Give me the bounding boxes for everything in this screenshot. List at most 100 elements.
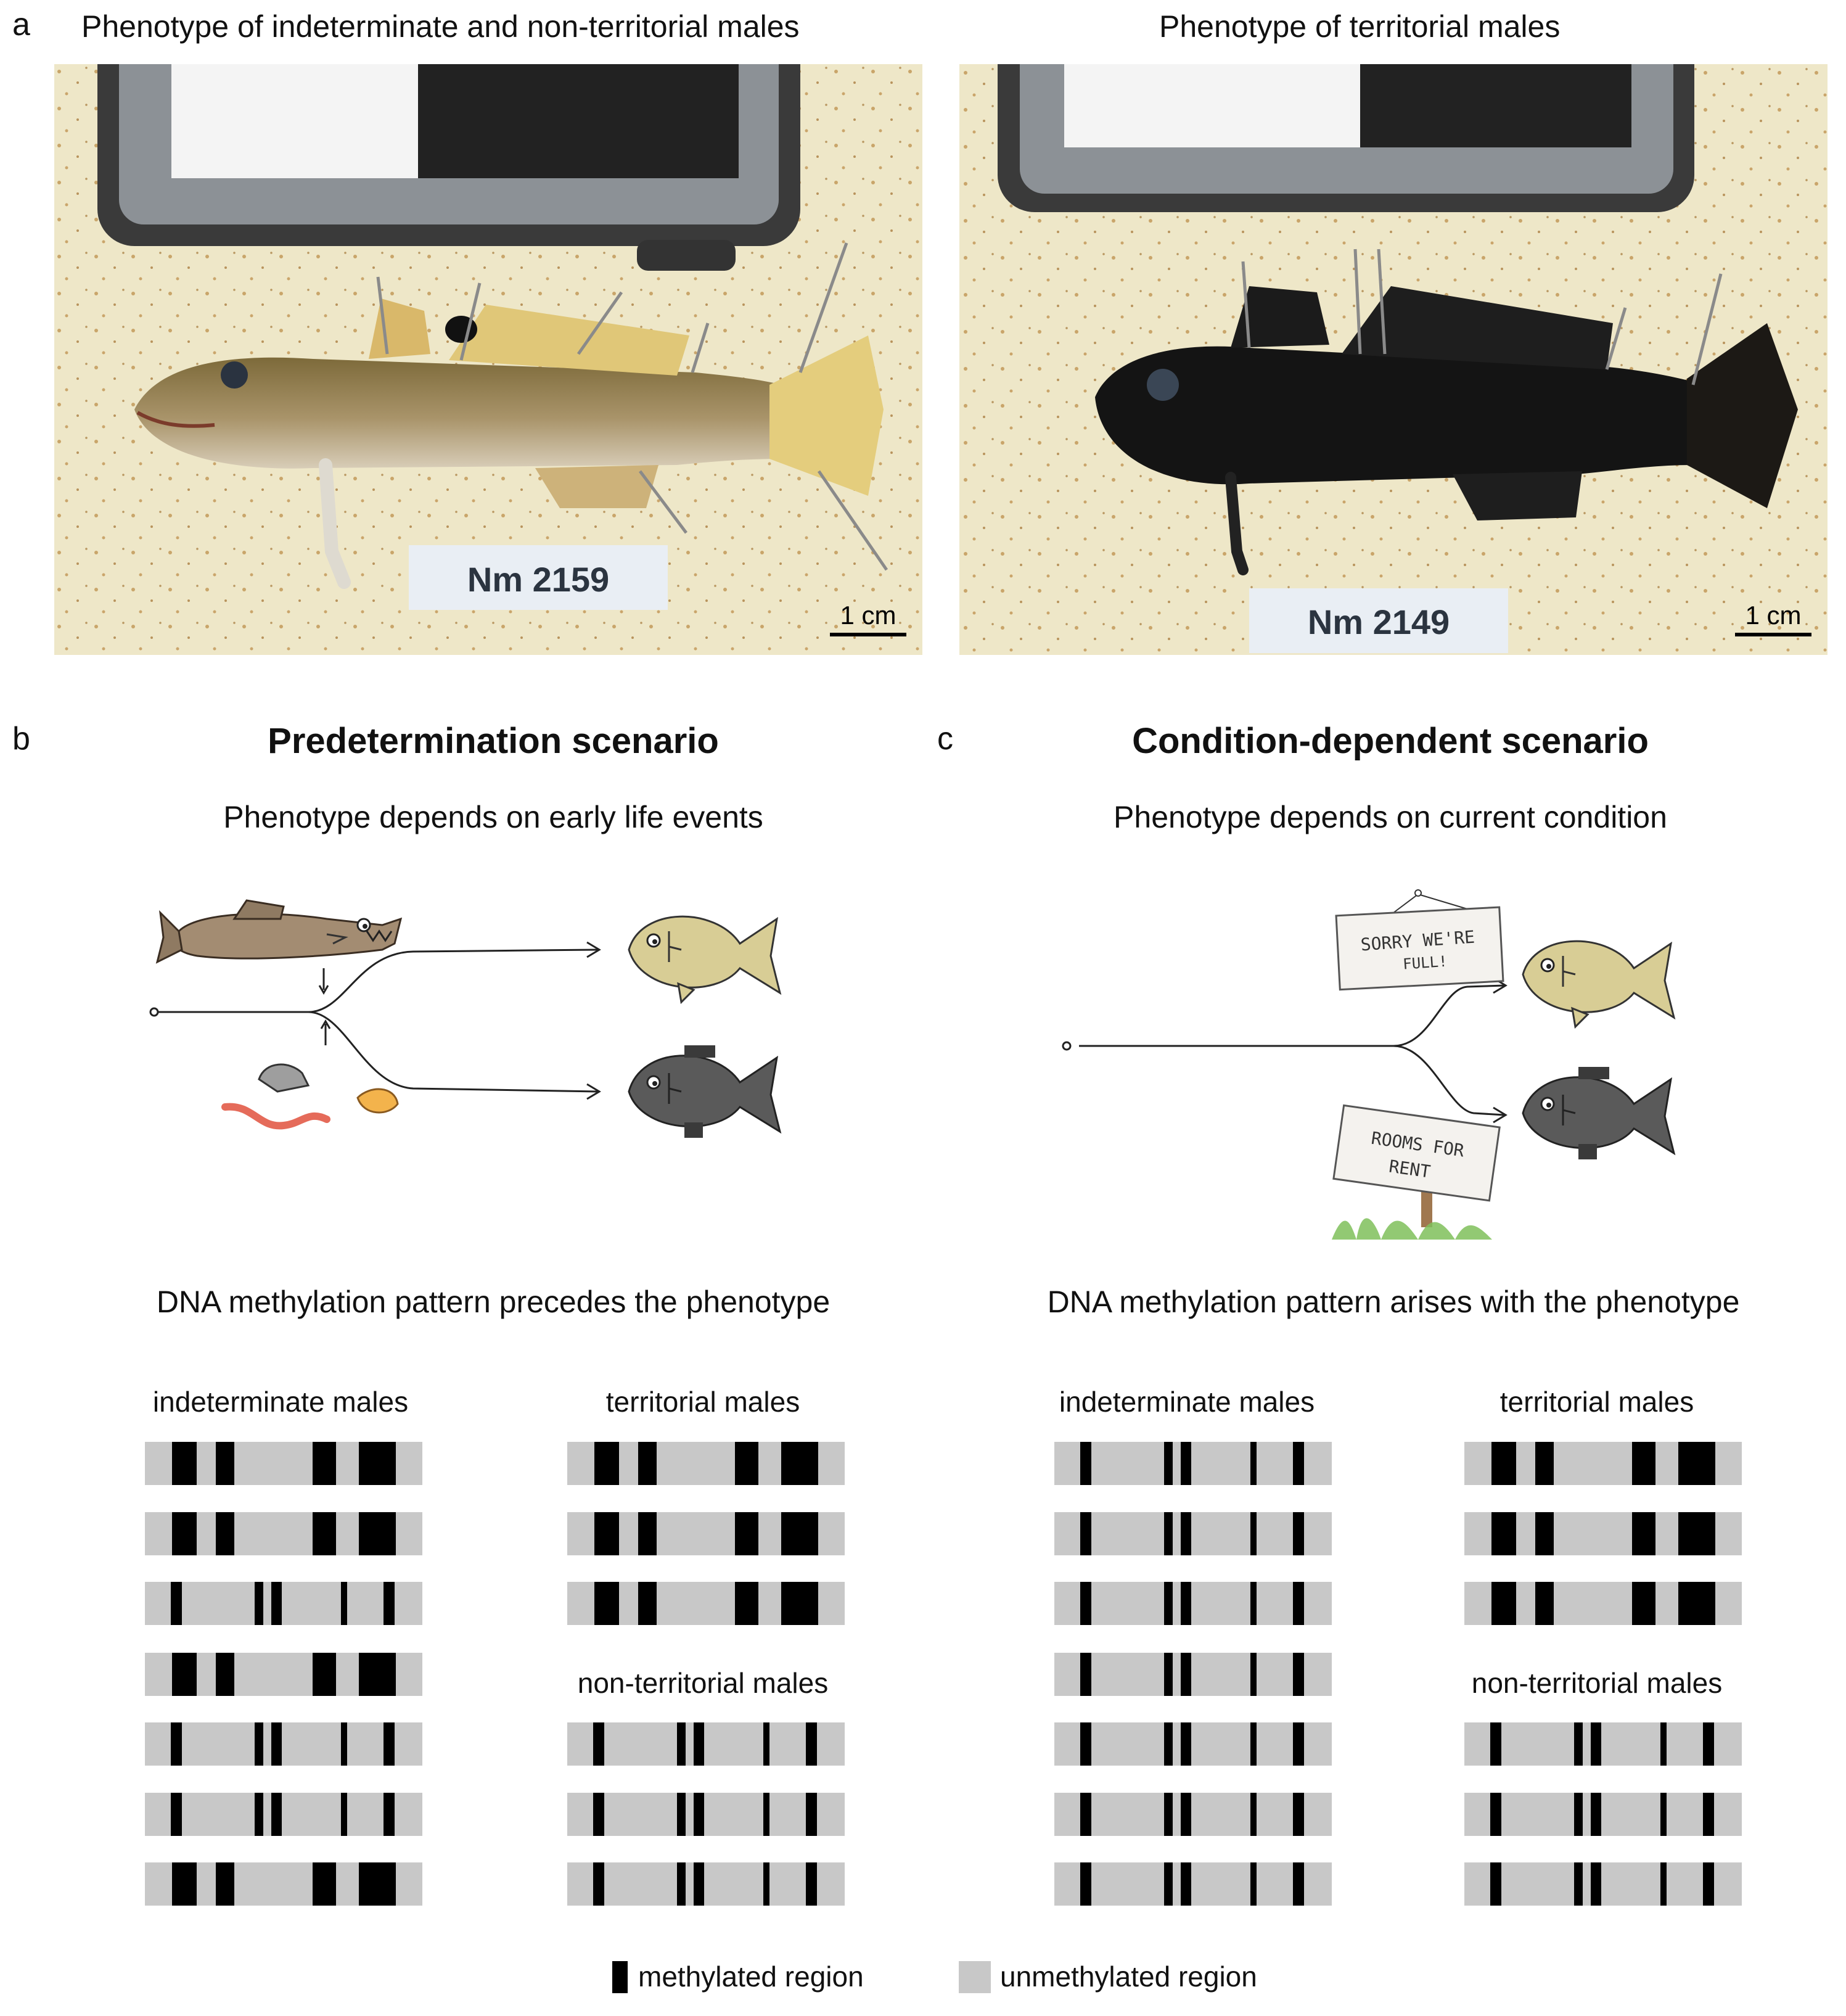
- b-label-indeterminate: indeterminate males: [152, 1386, 409, 1418]
- unmethylated-region: [1464, 1862, 1742, 1906]
- methylated-region: [171, 1722, 182, 1766]
- methylated-region: [1678, 1512, 1715, 1555]
- sign-full-line2: FULL!: [1402, 953, 1448, 973]
- panel-b-subtitle: Phenotype depends on early life events: [223, 800, 763, 834]
- methylated-region: [1164, 1512, 1173, 1555]
- c-indeterminate-bar: [1054, 1793, 1332, 1836]
- scale-label-left: 1 cm: [840, 601, 896, 630]
- panel-b-letter: b: [12, 721, 30, 757]
- c-indeterminate-bar: [1054, 1512, 1332, 1555]
- c-non-territorial-bar: [1464, 1793, 1742, 1836]
- unmethylated-region: [1054, 1653, 1332, 1696]
- methylated-region: [1250, 1722, 1257, 1766]
- methylated-region: [594, 1442, 619, 1485]
- panel-a-letter: a: [12, 7, 30, 43]
- panel-a-left-title: Phenotype of indeterminate and non-terri…: [81, 9, 800, 44]
- legend-unmethylated-swatch: [959, 1961, 991, 1993]
- methylated-region: [1591, 1793, 1601, 1836]
- methylated-region: [171, 1582, 182, 1625]
- b-label-non-territorial: non-territorial males: [577, 1667, 829, 1699]
- methylated-region: [171, 1793, 182, 1836]
- b-territorial-bar: [567, 1442, 845, 1485]
- methylated-region: [638, 1582, 657, 1625]
- methylated-region: [1080, 1862, 1091, 1906]
- unmethylated-region: [567, 1793, 845, 1836]
- methylated-region: [359, 1512, 396, 1555]
- methylated-region: [1293, 1862, 1304, 1906]
- methylated-region: [1164, 1442, 1173, 1485]
- legend-methylated-swatch: [612, 1961, 628, 1993]
- methylated-region: [359, 1653, 396, 1696]
- methylated-region: [1080, 1653, 1091, 1696]
- dark-fish-icon: [628, 1045, 782, 1138]
- methylated-region: [781, 1582, 818, 1625]
- specimen-tag-left: Nm 2159: [467, 560, 609, 599]
- methylated-region: [1164, 1722, 1173, 1766]
- methylated-region: [216, 1653, 234, 1696]
- methylated-region: [735, 1512, 758, 1555]
- methylated-region: [1164, 1653, 1173, 1696]
- b-indeterminate-bar: [145, 1512, 422, 1555]
- b-indeterminate-bar: [145, 1582, 422, 1625]
- b-label-territorial: territorial males: [605, 1386, 800, 1418]
- methylated-region: [1250, 1442, 1257, 1485]
- methylated-region: [677, 1862, 686, 1906]
- b-non-territorial-bar: [567, 1862, 845, 1906]
- methylated-region: [1632, 1582, 1655, 1625]
- methylated-region: [1491, 1582, 1516, 1625]
- methylated-region: [593, 1722, 604, 1766]
- pale-fish-icon: [628, 915, 782, 1005]
- methylated-region: [1181, 1793, 1191, 1836]
- methylated-region: [384, 1722, 395, 1766]
- methylated-region: [172, 1862, 197, 1906]
- methylated-region: [255, 1793, 263, 1836]
- unmethylated-region: [567, 1722, 845, 1766]
- methylated-region: [271, 1582, 282, 1625]
- c-label-territorial: territorial males: [1499, 1386, 1694, 1418]
- methylated-region: [1632, 1512, 1655, 1555]
- methylated-region: [1703, 1793, 1714, 1836]
- methylated-region: [1293, 1653, 1304, 1696]
- panel-c-letter: c: [937, 721, 953, 757]
- methylated-region: [1181, 1722, 1191, 1766]
- c-non-territorial-bar: [1464, 1862, 1742, 1906]
- food-icon: [221, 1063, 399, 1130]
- methylated-region: [172, 1512, 197, 1555]
- methylated-region: [313, 1653, 336, 1696]
- methylated-region: [694, 1722, 704, 1766]
- c-territorial-bar: [1464, 1442, 1742, 1485]
- methylated-region: [735, 1582, 758, 1625]
- condition-dependent-illustration: SORRY WE'RE FULL! ROOMS FOR RENT: [1062, 889, 1676, 1240]
- methylated-region: [1164, 1582, 1173, 1625]
- methylated-region: [216, 1862, 234, 1906]
- c-indeterminate-bar: [1054, 1722, 1332, 1766]
- methylated-region: [359, 1442, 396, 1485]
- rooms-for-rent-sign-icon: ROOMS FOR RENT: [1332, 1104, 1501, 1240]
- methylated-region: [255, 1722, 263, 1766]
- methylated-region: [1181, 1653, 1191, 1696]
- methylated-region: [1293, 1512, 1304, 1555]
- methylated-region: [1591, 1722, 1601, 1766]
- methylated-region: [1181, 1512, 1191, 1555]
- methylated-region: [1535, 1442, 1554, 1485]
- methylated-region: [1250, 1512, 1257, 1555]
- b-non-territorial-bar: [567, 1793, 845, 1836]
- methylated-region: [1293, 1722, 1304, 1766]
- methylated-region: [694, 1862, 704, 1906]
- c-label-non-territorial: non-territorial males: [1471, 1667, 1723, 1699]
- methylated-region: [1490, 1793, 1501, 1836]
- methylated-region: [1293, 1793, 1304, 1836]
- specimen-tag-right: Nm 2149: [1308, 603, 1450, 641]
- methylated-region: [1181, 1862, 1191, 1906]
- methylated-region: [1535, 1512, 1554, 1555]
- photo-territorial-male: Nm 2149 1 cm: [959, 64, 1828, 655]
- unmethylated-region: [567, 1862, 845, 1906]
- methylated-region: [1250, 1862, 1257, 1906]
- unmethylated-region: [1054, 1582, 1332, 1625]
- b-indeterminate-bar: [145, 1442, 422, 1485]
- unmethylated-region: [1054, 1862, 1332, 1906]
- methylated-region: [1293, 1582, 1304, 1625]
- methylated-region: [1250, 1653, 1257, 1696]
- c-indeterminate-bar: [1054, 1442, 1332, 1485]
